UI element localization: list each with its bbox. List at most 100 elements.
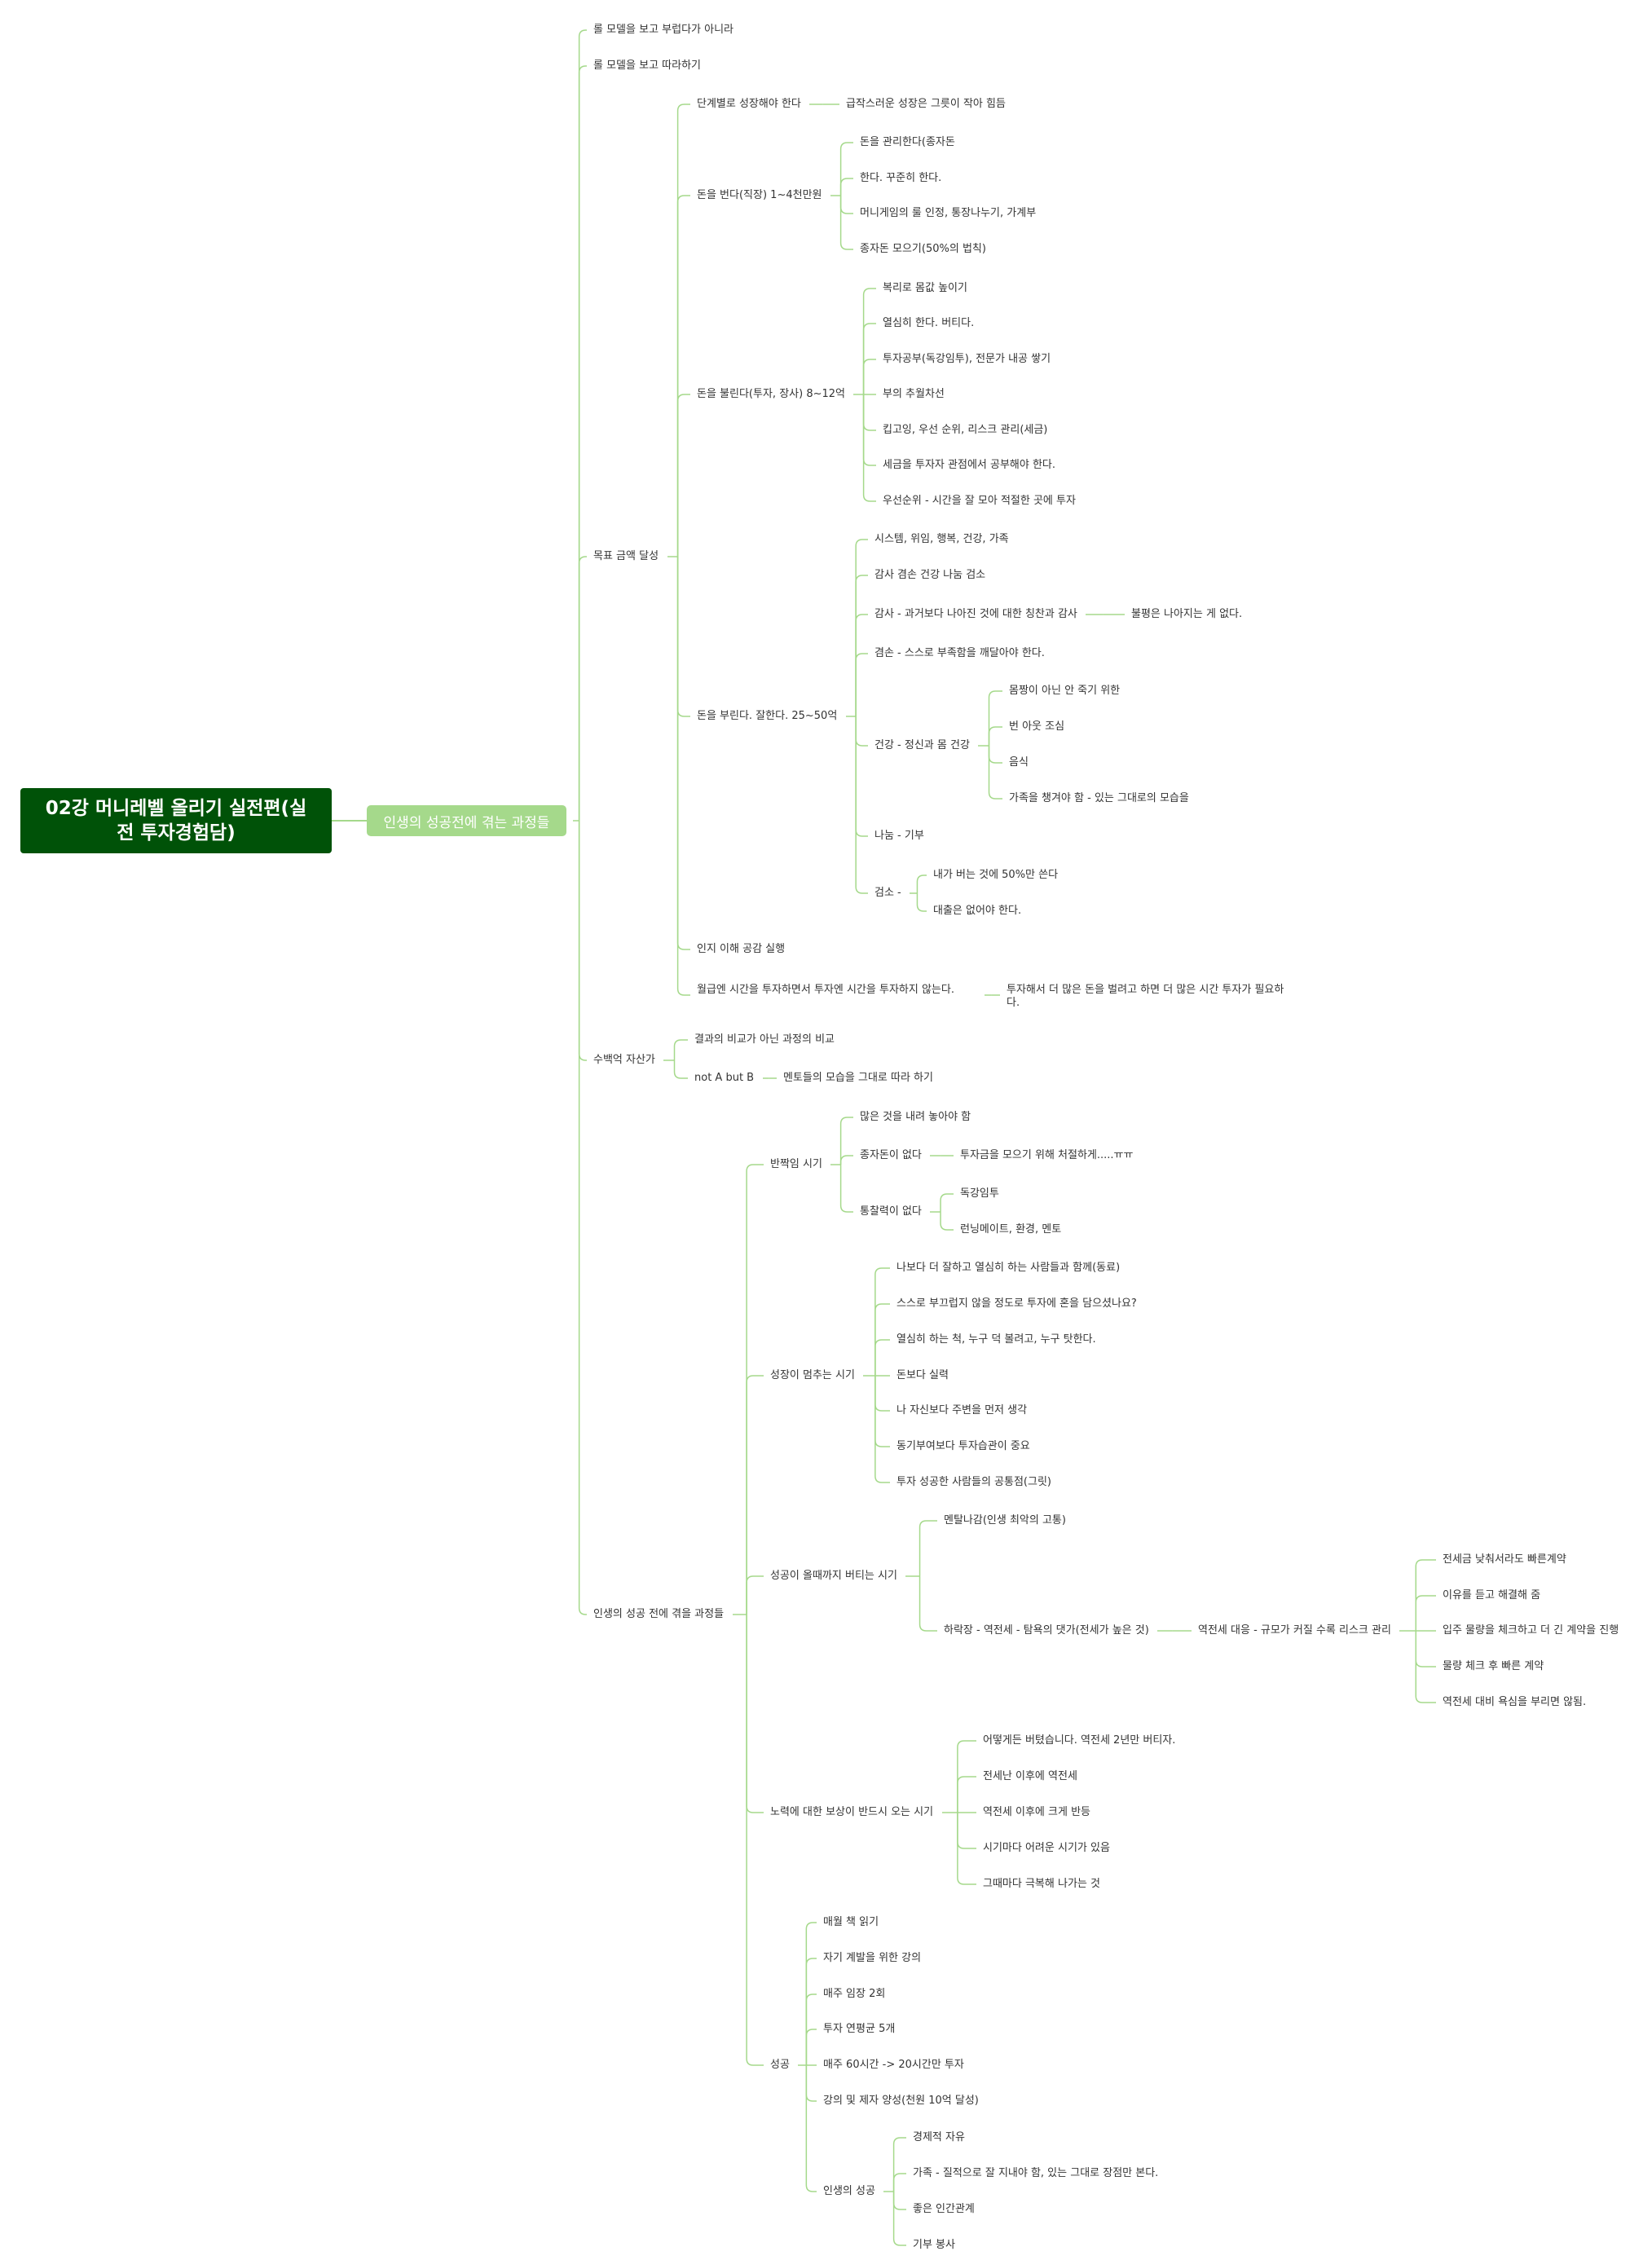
- topic-p1c[interactable]: 통찰력이 없다: [860, 1205, 922, 1218]
- connector-line: [673, 1039, 688, 1060]
- topic-g3e[interactable]: 킵고잉, 우선 순위, 리스크 관리(세금): [883, 424, 1048, 436]
- topic-g3d[interactable]: 부의 추월차선: [883, 388, 945, 400]
- topic-p4a[interactable]: 어떻게든 버텼습니다. 역전세 2년만 버티자.: [983, 1734, 1176, 1747]
- topic-g3f[interactable]: 세금을 투자자 관점에서 공부해야 한다.: [883, 459, 1056, 471]
- topic-s[interactable]: 수백억 자산가: [593, 1054, 655, 1066]
- topic-p5g[interactable]: 인생의 성공: [823, 2185, 875, 2197]
- topic-p4b[interactable]: 전세난 이후에 역전세: [983, 1770, 1077, 1782]
- topic-g4c1[interactable]: 불평은 나아지는 게 없다.: [1131, 608, 1243, 620]
- topic-s1[interactable]: 결과의 비교가 아닌 과정의 비교: [694, 1033, 835, 1046]
- topic-g4g2[interactable]: 대출은 없어야 한다.: [933, 905, 1022, 917]
- topic-p4e[interactable]: 그때마다 극복해 나가는 것: [983, 1878, 1100, 1890]
- topic-p2[interactable]: 성장이 멈추는 시기: [770, 1369, 855, 1381]
- topic-g2c[interactable]: 머니게임의 룰 인정, 통장나누기, 가계부: [860, 207, 1037, 219]
- topic-p5f[interactable]: 강의 및 제자 양성(천원 10억 달성): [823, 2095, 979, 2107]
- topic-p4d[interactable]: 시기마다 어려운 시기가 있음: [983, 1842, 1110, 1854]
- connector-line: [839, 196, 853, 250]
- topic-s2[interactable]: not A but B: [694, 1072, 755, 1084]
- topic-p2a[interactable]: 나보다 더 잘하고 열심히 하는 사람들과 함께(동료): [896, 1262, 1121, 1274]
- topic-p2c[interactable]: 열심히 하는 척, 누구 덕 볼려고, 누구 탓한다.: [896, 1333, 1096, 1346]
- topic-p3b1a[interactable]: 전세금 낮춰서라도 빠른계약: [1443, 1553, 1566, 1566]
- topic-p2d[interactable]: 돈보다 실력: [896, 1369, 949, 1381]
- topic-g6a[interactable]: 투자해서 더 많은 돈을 벌려고 하면 더 많은 시간 투자가 필요하다.: [1007, 984, 1284, 1009]
- topic-g4b[interactable]: 감사 겸손 건강 나눔 검소: [874, 569, 986, 581]
- topic-p5b[interactable]: 자기 계발을 위한 강의: [823, 1952, 922, 1964]
- topic-p1c1[interactable]: 독강임투: [960, 1187, 999, 1200]
- topic-g4f[interactable]: 나눔 - 기부: [874, 830, 924, 842]
- topic-p4[interactable]: 노력에 대한 보상이 반드시 오는 시기: [770, 1806, 934, 1818]
- topic-p1b1[interactable]: 투자금을 모으기 위해 처절하게.....ㅠㅠ: [960, 1149, 1134, 1161]
- connector-line: [916, 893, 927, 912]
- topic-p2b[interactable]: 스스로 부끄럽지 않을 정도로 투자에 혼을 담으셨나요?: [896, 1297, 1137, 1310]
- connector-line: [839, 178, 853, 196]
- connector-line: [676, 394, 690, 557]
- topic-p3b[interactable]: 하락장 - 역전세 - 탐욕의 댓가(전세가 높은 것): [944, 1624, 1149, 1637]
- connector-line: [892, 2192, 906, 2246]
- topic-g3b[interactable]: 열심히 한다. 버티다.: [883, 317, 975, 329]
- topic-p5e[interactable]: 매주 60시간 -> 20시간만 투자: [823, 2059, 964, 2071]
- topic-g2[interactable]: 돈을 번다(직장) 1~4천만원: [697, 189, 822, 201]
- topic-p3b1d[interactable]: 물량 체크 후 빠른 계약: [1443, 1660, 1544, 1672]
- topic-p3[interactable]: 성공이 올때까지 버티는 시기: [770, 1570, 897, 1582]
- topic-p1b[interactable]: 종자돈이 없다: [860, 1149, 922, 1161]
- topic-g4e1[interactable]: 몸짱이 아닌 안 죽기 위한: [1009, 685, 1121, 697]
- connector-line: [578, 821, 587, 1061]
- topic-p3b1[interactable]: 역전세 대응 - 규모가 커질 수록 리스크 관리: [1198, 1624, 1391, 1637]
- topic-g6[interactable]: 월급엔 시간을 투자하면서 투자엔 시간을 투자하지 않는다.: [697, 984, 954, 996]
- connector-line: [855, 614, 868, 716]
- topic-p5g4[interactable]: 기부 봉사: [913, 2239, 955, 2251]
- connector-line: [676, 557, 690, 996]
- topic-g4e2[interactable]: 번 아웃 조심: [1009, 720, 1065, 733]
- topic-g4g[interactable]: 검소 -: [874, 887, 901, 899]
- topic-p[interactable]: 인생의 성공 전에 겪을 과정들: [593, 1608, 725, 1620]
- connector-line: [805, 1993, 817, 2065]
- topic-p5d[interactable]: 투자 연평균 5개: [823, 2023, 896, 2035]
- topic-g4c[interactable]: 감사 - 과거보다 나아진 것에 대한 칭찬과 감사: [874, 608, 1077, 620]
- topic-g4d[interactable]: 겸손 - 스스로 부족함을 깨달아야 한다.: [874, 647, 1045, 659]
- topic-g3c[interactable]: 투자공부(독강임투), 전문가 내공 쌓기: [883, 353, 1051, 365]
- topic-a1[interactable]: 롤 모델을 보고 부럽다가 아니라: [593, 24, 734, 36]
- topic-p5[interactable]: 성공: [770, 2059, 790, 2071]
- topic-g3g[interactable]: 우선순위 - 시간을 잘 모아 적절한 곳에 투자: [883, 495, 1076, 507]
- connector-line: [855, 539, 868, 716]
- topic-p4c[interactable]: 역전세 이후에 크게 반등: [983, 1806, 1090, 1818]
- topic-g4[interactable]: 돈을 부린다. 잘한다. 25~50억: [697, 710, 838, 722]
- connector-line: [676, 104, 690, 557]
- connector-line: [855, 716, 868, 747]
- topic-s2a[interactable]: 멘토들의 모습을 그대로 따라 하기: [783, 1072, 933, 1084]
- topic-p3b1c[interactable]: 입주 물량을 체크하고 더 긴 계약을 진행: [1443, 1624, 1619, 1637]
- topic-p5g3[interactable]: 좋은 인간관계: [913, 2203, 975, 2215]
- topic-g3[interactable]: 돈을 불린다(투자, 장사) 8~12억: [697, 388, 845, 400]
- topic-g2b[interactable]: 한다. 꾸준히 한다.: [860, 172, 942, 184]
- topic-g1a[interactable]: 급작스러운 성장은 그릇이 작아 힘듬: [846, 98, 1006, 110]
- topic-p2g[interactable]: 투자 성공한 사람들의 공통점(그릿): [896, 1476, 1051, 1488]
- topic-p3b1e[interactable]: 역전세 대비 욕심을 부리면 않됨.: [1443, 1696, 1587, 1708]
- topic-p2e[interactable]: 나 자신보다 주변을 먼저 생각: [896, 1404, 1028, 1416]
- root-topic[interactable]: 02강 머니레벨 올리기 실전편(실전 투자경험담): [20, 788, 332, 853]
- topic-p3b1b[interactable]: 이유를 듣고 해결해 줌: [1443, 1589, 1541, 1601]
- topic-p5g1[interactable]: 경제적 자유: [913, 2131, 965, 2143]
- topic-g4e4[interactable]: 가족을 챙겨야 함 - 있는 그대로의 모습을: [1009, 792, 1189, 804]
- topic-g[interactable]: 목표 금액 달성: [593, 550, 659, 562]
- topic-p1[interactable]: 반짝임 시기: [770, 1158, 822, 1170]
- topic-g4e[interactable]: 건강 - 정신과 몸 건강: [874, 739, 970, 751]
- connector-line: [862, 394, 876, 431]
- topic-g3a[interactable]: 복리로 몸값 높이기: [883, 282, 967, 294]
- topic-g2d[interactable]: 종자돈 모으기(50%의 법칙): [860, 243, 986, 255]
- topic-p3a[interactable]: 멘탈나감(인생 최악의 고통): [944, 1514, 1066, 1526]
- topic-g2a[interactable]: 돈을 관리한다(종자돈: [860, 136, 955, 148]
- topic-p2f[interactable]: 동기부여보다 투자습관이 중요: [896, 1440, 1030, 1452]
- topic-g5[interactable]: 인지 이해 공감 실행: [697, 943, 786, 955]
- topic-p5c[interactable]: 매주 임장 2회: [823, 1988, 886, 2000]
- connector-line: [874, 1376, 890, 1483]
- topic-g4e3[interactable]: 음식: [1009, 756, 1029, 769]
- topic-p1a[interactable]: 많은 것을 내려 놓아야 함: [860, 1111, 971, 1123]
- topic-a2[interactable]: 롤 모델을 보고 따라하기: [593, 59, 701, 72]
- topic-g1[interactable]: 단계별로 성장해야 한다: [697, 98, 801, 110]
- topic-p5g2[interactable]: 가족 - 질적으로 잘 지내야 함, 있는 그대로 장점만 본다.: [913, 2167, 1159, 2179]
- main-branch-topic[interactable]: 인생의 성공전에 겪는 과정들: [367, 805, 566, 836]
- topic-g4a[interactable]: 시스템, 위임, 행복, 건강, 가족: [874, 533, 1009, 545]
- topic-g4g1[interactable]: 내가 버는 것에 50%만 쓴다: [933, 869, 1059, 881]
- topic-p1c2[interactable]: 런닝메이트, 환경, 멘토: [960, 1223, 1062, 1236]
- topic-p5a[interactable]: 매월 책 읽기: [823, 1916, 879, 1928]
